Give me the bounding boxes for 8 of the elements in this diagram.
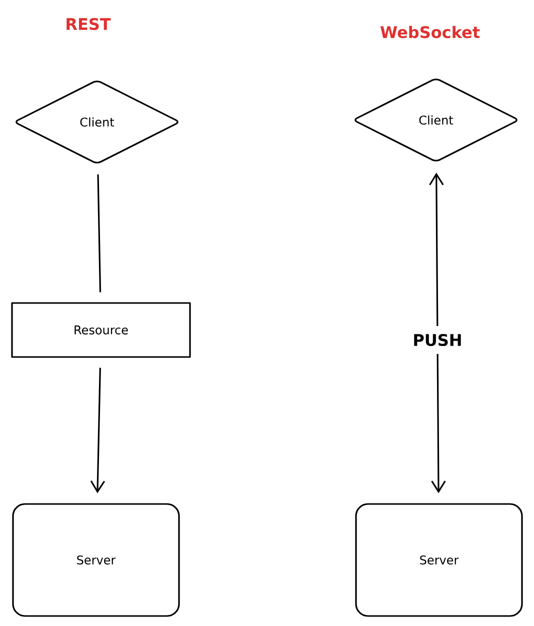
arrow <box>429 172 446 494</box>
column-title: WebSocket <box>380 26 480 38</box>
rounded-box: Server <box>12 503 180 617</box>
process-box: Resource <box>11 302 191 358</box>
arrow <box>90 368 106 494</box>
column-title: REST <box>66 18 111 30</box>
rounded-box: Server <box>355 503 523 617</box>
edge-label: PUSH <box>404 326 470 354</box>
